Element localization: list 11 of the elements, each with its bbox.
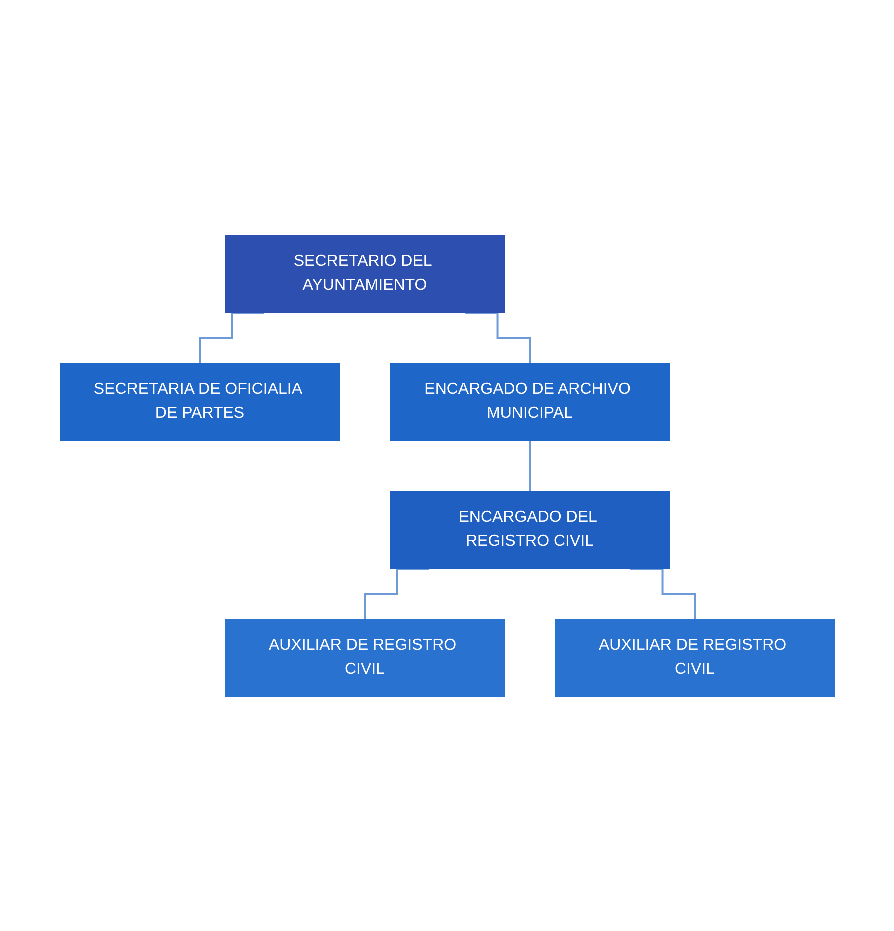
- node-box: AUXILIAR DE REGISTRO CIVIL: [554, 618, 834, 696]
- node-box: SECRETARIA DE OFICIALIA DE PARTES: [60, 362, 340, 440]
- node-box: ENCARGADO DE ARCHIVO MUNICIPAL: [390, 362, 670, 440]
- node-box: AUXILIAR DE REGISTRO CIVIL: [224, 618, 504, 696]
- connector: [465, 312, 530, 364]
- node-box: SECRETARIO DEL AYUNTAMIENTO: [224, 234, 504, 312]
- connector: [528, 440, 530, 492]
- connector: [630, 568, 696, 620]
- node-box: ENCARGADO DEL REGISTRO CIVIL: [390, 490, 670, 568]
- connector: [364, 568, 429, 620]
- connector: [198, 312, 264, 364]
